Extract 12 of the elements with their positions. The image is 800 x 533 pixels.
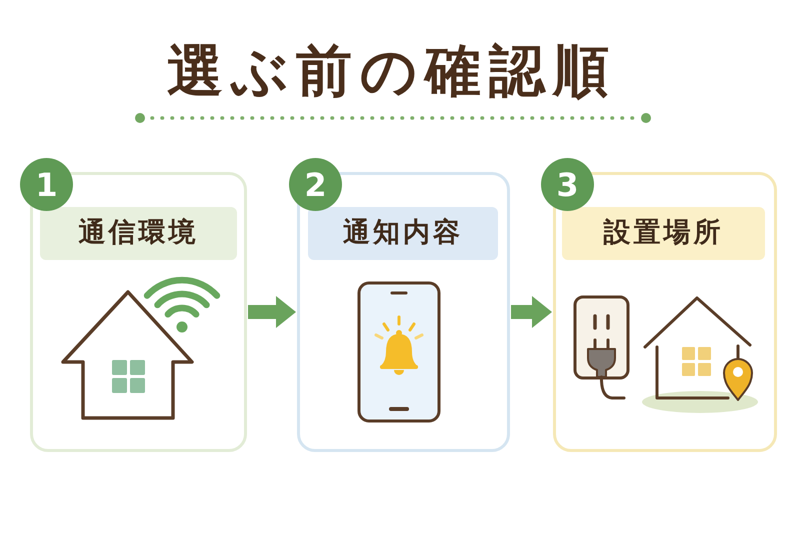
step-card <box>297 172 510 452</box>
heading-band: 設置場所 <box>562 207 765 260</box>
title: 選ぶ前の確認順 <box>167 38 617 106</box>
step-card <box>553 172 777 452</box>
heading-band: 通知内容 <box>308 207 498 260</box>
step-card <box>30 172 247 452</box>
number-badge: 2 <box>289 158 342 211</box>
number-badge: 3 <box>541 158 594 211</box>
heading-band: 通信環境 <box>40 207 237 260</box>
arrow <box>248 296 296 328</box>
number-badge: 1 <box>20 158 73 211</box>
arrow <box>511 296 552 328</box>
